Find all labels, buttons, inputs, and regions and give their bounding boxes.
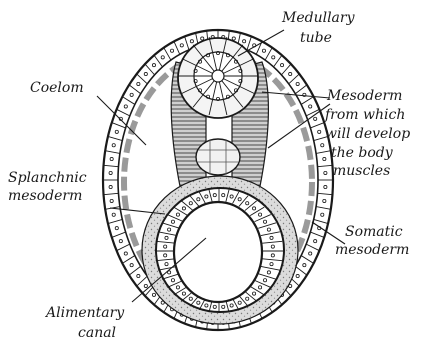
label-medullary-tube: Medullary tube (281, 10, 359, 46)
label-coelom: Coelom (30, 80, 84, 96)
label-somatic-mesoderm: Somatic mesoderm (335, 224, 409, 258)
medullary-tube (178, 37, 258, 118)
label-mesoderm: Mesoderm from which will develop the bod… (324, 88, 415, 179)
gut-wall-endoderm (155, 188, 284, 313)
notochord (196, 139, 240, 175)
label-splanchnic-mesoderm: Splanchnic mesoderm (8, 170, 91, 204)
label-alimentary-canal: Alimentary canal (44, 305, 129, 341)
